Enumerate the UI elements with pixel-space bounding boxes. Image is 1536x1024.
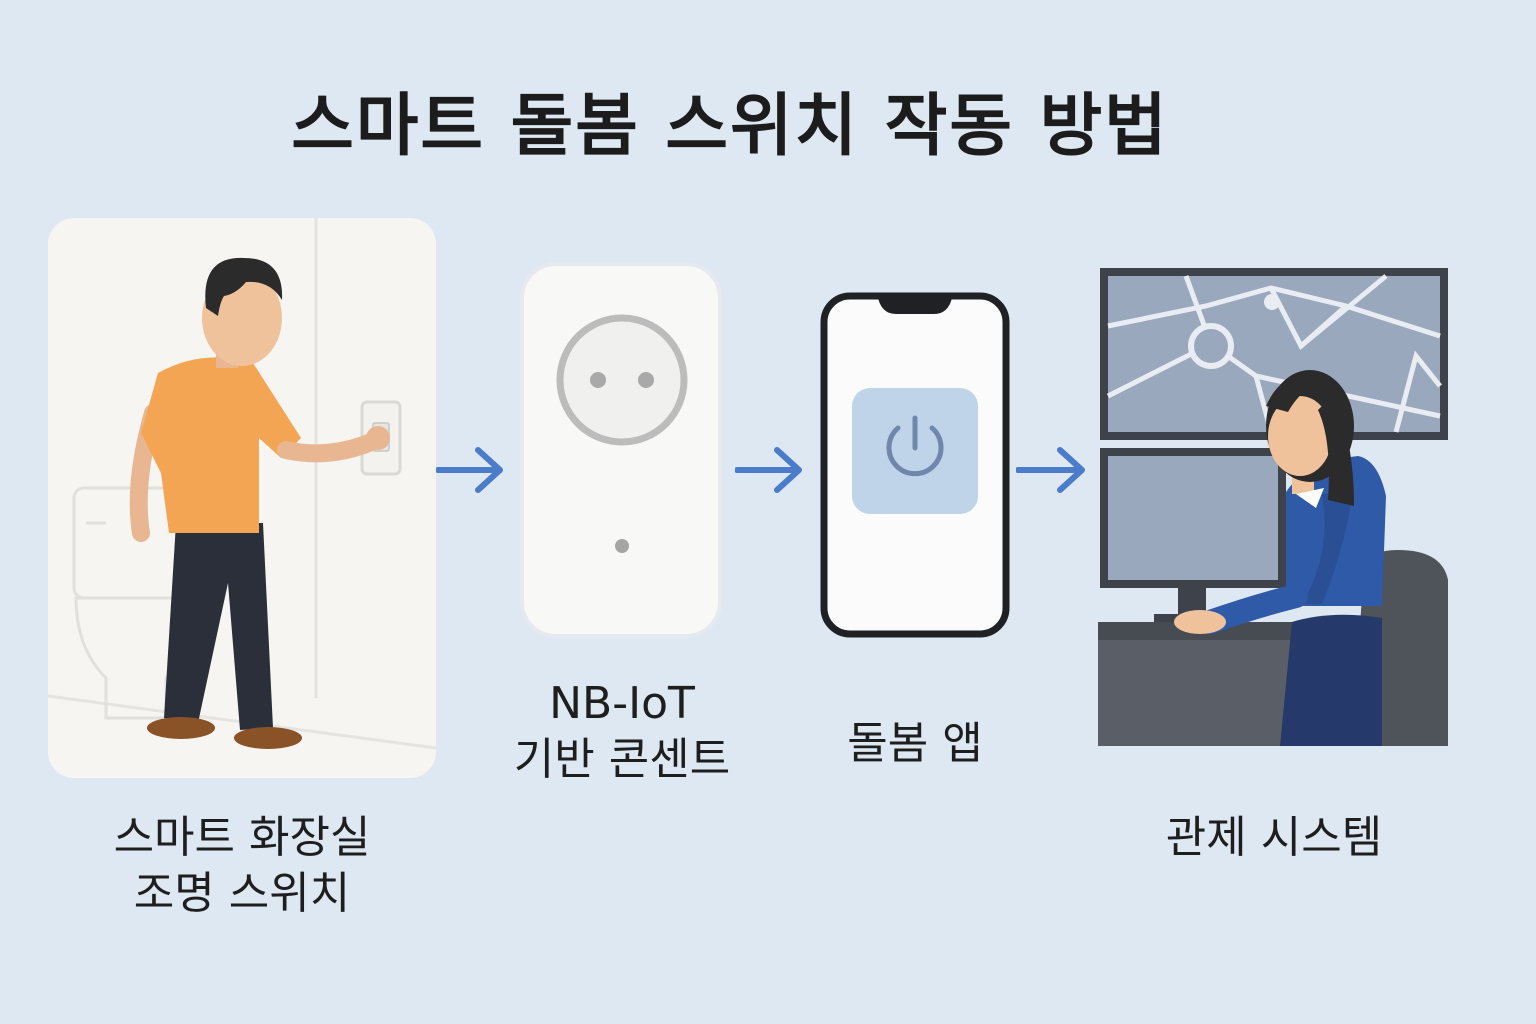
smart-plug-icon bbox=[520, 262, 722, 638]
step-label-app: 돌봄 앱 bbox=[847, 718, 983, 769]
page-title: 스마트 돌봄 스위치 작동 방법 bbox=[291, 87, 1169, 166]
step-label-control-system: 관제 시스템 bbox=[1165, 812, 1383, 863]
smartphone-power-icon bbox=[820, 292, 1010, 638]
arrow-right-icon bbox=[735, 447, 802, 493]
person-icon bbox=[129, 257, 390, 749]
step-label-plug: NB-IoT 기반 콘센트 bbox=[513, 678, 731, 785]
arrow-right-icon bbox=[436, 447, 503, 493]
control-center-operator-icon bbox=[1098, 268, 1448, 746]
operator-icon bbox=[1174, 370, 1386, 746]
arrow-right-icon bbox=[1016, 447, 1085, 493]
bathroom-switch-scene bbox=[48, 218, 436, 778]
step-label-switch: 스마트 화장실 조명 스위치 bbox=[113, 812, 371, 919]
